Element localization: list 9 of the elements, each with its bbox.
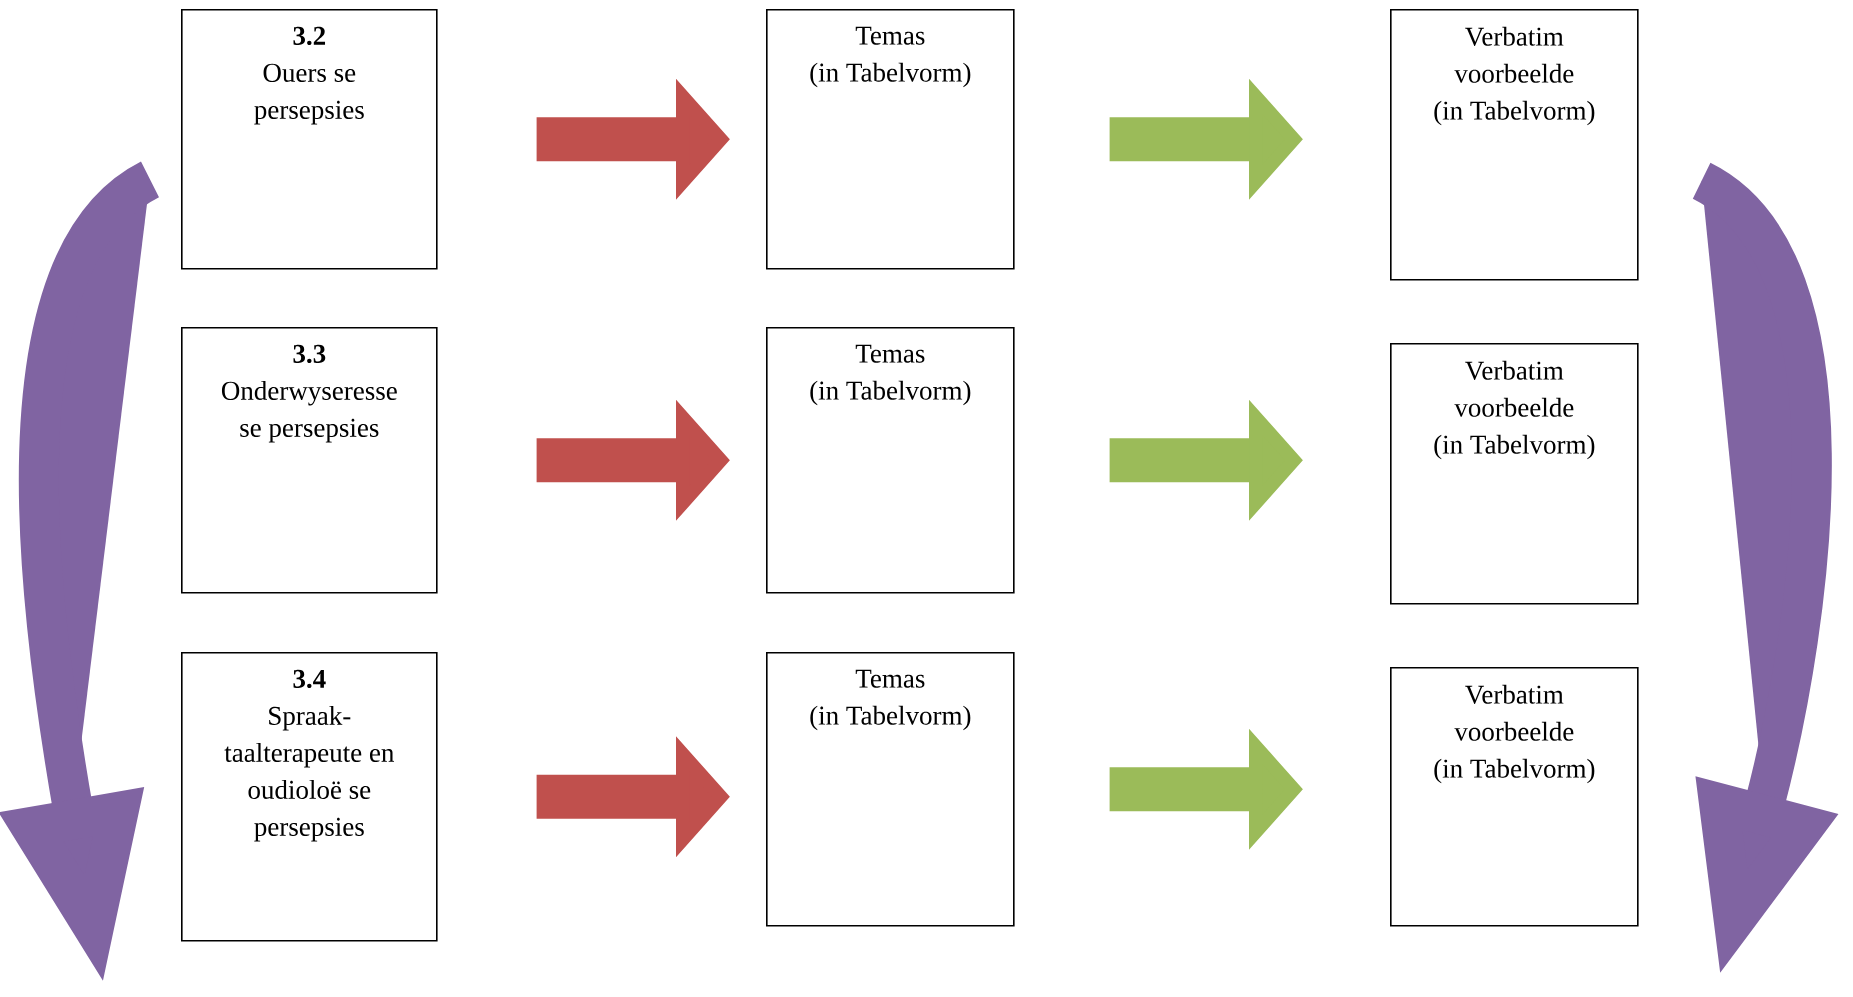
text-box: 3.4 Spraak-taalterapeute en oudioloë se persepsies: [181, 652, 438, 942]
text-box: 3.3 Onderwyseresse se persepsies: [181, 327, 438, 594]
text-box: Temas (in Tabelvorm): [766, 652, 1015, 927]
text-box: Verbatim voorbeelde (in Tabelvorm): [1390, 9, 1639, 281]
text-box: 3.2 Ouers se persepsies: [181, 9, 438, 270]
text-box: Verbatim voorbeelde (in Tabelvorm): [1390, 667, 1639, 927]
text-box: Verbatim voorbeelde (in Tabelvorm): [1390, 343, 1639, 605]
text-box: Temas (in Tabelvorm): [766, 9, 1015, 270]
text-box: Temas (in Tabelvorm): [766, 327, 1015, 594]
